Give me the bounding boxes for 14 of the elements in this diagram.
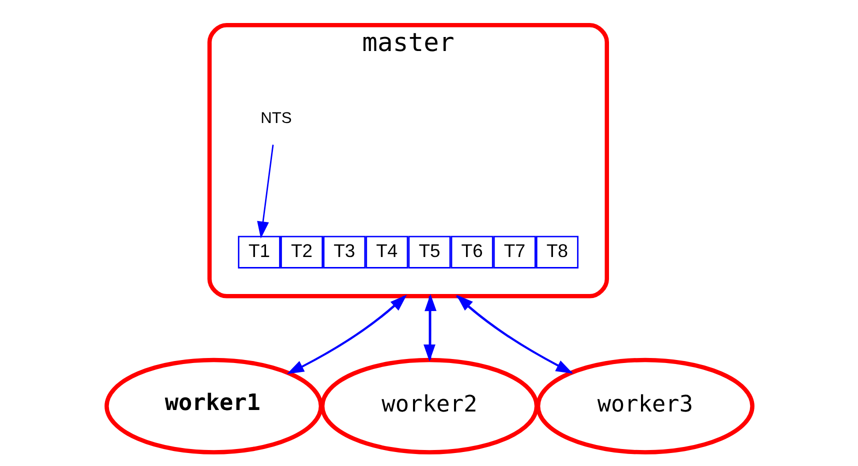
node-text: NTS	[260, 110, 292, 127]
node-box: T5	[408, 236, 450, 268]
node-ellipse: worker3	[535, 358, 754, 454]
arrow	[256, 144, 274, 239]
node-box: T1	[237, 236, 280, 268]
node-box: T2	[280, 236, 323, 268]
node-box: T3	[322, 236, 366, 268]
node-box: T7	[492, 236, 536, 268]
node-box: T4	[365, 236, 408, 268]
node-ellipse: worker1	[104, 358, 323, 454]
arrow	[424, 294, 436, 360]
node-box: T8	[535, 236, 578, 268]
node-box: T6	[450, 236, 493, 268]
node-ellipse: worker2	[320, 358, 538, 454]
